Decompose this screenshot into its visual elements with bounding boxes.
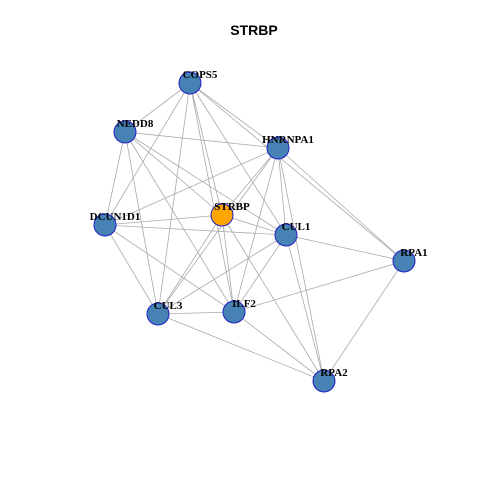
edge-cul1-cul3 [157, 234, 287, 315]
node-cul1 [274, 223, 298, 247]
node-nedd8 [113, 120, 137, 144]
edge-cops5-cul1 [189, 82, 287, 236]
edge-dcun1d1-cul3 [104, 224, 159, 315]
node-label-hnrnpa1: HNRNPA1 [262, 134, 314, 146]
edge-cops5-ilf2 [189, 82, 235, 313]
node-label-strbp: STRBP [214, 201, 250, 213]
node-cul3 [146, 302, 170, 326]
edge-dcun1d1-cul1 [104, 224, 287, 236]
node-ilf2 [222, 300, 246, 324]
edge-nedd8-dcun1d1 [104, 131, 126, 226]
edge-strbp-dcun1d1 [104, 214, 223, 226]
edge-cops5-dcun1d1 [104, 82, 191, 226]
edge-cul3-rpa2 [157, 313, 325, 382]
edge-strbp-cul3 [157, 214, 223, 315]
node-hnrnpa1 [266, 136, 290, 160]
edge-cul3-ilf2 [157, 311, 235, 315]
edge-hnrnpa1-rpa2 [277, 147, 325, 382]
edge-cops5-strbp [189, 82, 223, 216]
node-label-cops5: COPS5 [183, 69, 218, 81]
edge-hnrnpa1-strbp [221, 147, 279, 216]
edge-rpa1-ilf2 [233, 260, 405, 313]
edge-hnrnpa1-ilf2 [233, 147, 279, 313]
node-label-cul1: CUL1 [282, 221, 311, 233]
edge-cops5-nedd8 [124, 82, 191, 133]
edge-nedd8-ilf2 [124, 131, 235, 313]
edge-nedd8-hnrnpa1 [124, 131, 279, 149]
edge-hnrnpa1-rpa1 [277, 147, 405, 262]
edge-cul1-rpa2 [285, 234, 325, 382]
edge-cul1-rpa1 [285, 234, 405, 262]
node-label-cul3: CUL3 [154, 300, 183, 312]
node-cops5 [178, 71, 202, 95]
edge-cul1-ilf2 [233, 234, 287, 313]
edge-strbp-ilf2 [221, 214, 235, 313]
edge-cops5-rpa1 [189, 82, 405, 262]
node-rpa2 [312, 369, 336, 393]
edge-hnrnpa1-dcun1d1 [104, 147, 279, 226]
node-dcun1d1 [93, 213, 117, 237]
node-strbp [210, 203, 234, 227]
node-layer [93, 71, 416, 393]
edge-dcun1d1-ilf2 [104, 224, 235, 313]
node-label-ilf2: ILF2 [232, 298, 256, 310]
diagram-title: STRBP [230, 22, 277, 38]
edge-ilf2-rpa2 [233, 311, 325, 382]
node-label-nedd8: NEDD8 [117, 118, 154, 130]
node-label-rpa2: RPA2 [320, 367, 348, 379]
edge-nedd8-cul3 [124, 131, 159, 315]
node-label-dcun1d1: DCUN1D1 [90, 211, 141, 223]
edge-cops5-hnrnpa1 [189, 82, 279, 149]
edge-cops5-cul3 [157, 82, 191, 315]
node-label-rpa1: RPA1 [400, 247, 427, 259]
edge-rpa1-rpa2 [323, 260, 405, 382]
edge-strbp-rpa2 [221, 214, 325, 382]
edge-nedd8-strbp [124, 131, 223, 216]
edge-hnrnpa1-cul1 [277, 147, 287, 236]
node-rpa1 [392, 249, 416, 273]
